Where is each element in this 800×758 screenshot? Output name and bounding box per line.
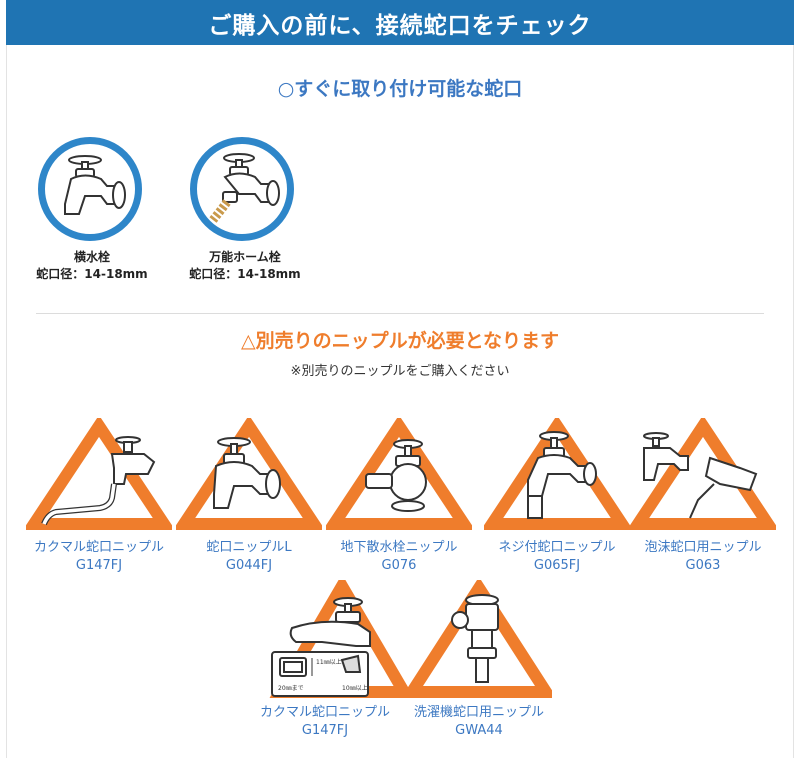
- content-frame: [6, 45, 794, 758]
- diagram-upper-label: 11㎜以上: [316, 658, 342, 666]
- nipple-code: G063: [685, 558, 721, 573]
- page-header: ご購入の前に、接続蛇口をチェック: [6, 0, 794, 45]
- nipple-code: G044FJ: [225, 558, 273, 573]
- nipple-card-5: 泡沫蛇口用ニップル G063: [624, 539, 782, 575]
- nipple-code: G147FJ: [301, 723, 349, 738]
- nipple-name: 泡沫蛇口用ニップル: [644, 540, 762, 555]
- nipple-code: G065FJ: [533, 558, 581, 573]
- nipple-name: 蛇口ニップルL: [206, 540, 292, 555]
- page-title: ご購入の前に、接続蛇口をチェック: [208, 12, 592, 39]
- warn-section-title: △別売りのニップルが必要となります: [240, 330, 560, 352]
- nipple-name: 洗濯機蛇口用ニップル: [413, 705, 544, 720]
- nipple-card-3: 地下散水栓ニップル G076: [320, 539, 478, 575]
- section-divider: [36, 313, 764, 314]
- diagram-left-label: 20㎜まで: [278, 685, 304, 692]
- faucet-icon: [38, 137, 142, 241]
- kakumaru-nipple-icon: [26, 418, 172, 530]
- nipple-card-7: 洗濯機蛇口用ニップル GWA44: [400, 704, 558, 740]
- faucet-label: 横水栓 蛇口径：14-18mm: [28, 249, 156, 283]
- diagram-right-label: 10㎜以上: [342, 684, 368, 692]
- nipple-code: G076: [381, 558, 417, 573]
- hose-faucet-label: 万能ホーム栓 蛇口径：14-18mm: [178, 249, 312, 283]
- nipple-name: カクマル蛇口ニップル: [33, 540, 164, 555]
- nipple-card-6: カクマル蛇口ニップル G147FJ: [246, 704, 404, 740]
- faucet-name: 横水栓: [73, 250, 110, 264]
- nipple-card-4: ネジ付蛇口ニップル G065FJ: [478, 539, 636, 575]
- ok-section-title: ○すぐに取り付け可能な蛇口: [277, 78, 523, 100]
- hose-faucet-icon: [190, 137, 294, 241]
- nipple-name: カクマル蛇口ニップル: [259, 705, 390, 720]
- hose-faucet-spec: 蛇口径：14-18mm: [189, 267, 301, 281]
- hose-faucet-name: 万能ホーム栓: [209, 250, 281, 264]
- warn-section-note: ※別売りのニップルをご購入ください: [290, 364, 510, 379]
- threaded-faucet-nipple-icon: [484, 418, 630, 530]
- nipple-name: ネジ付蛇口ニップル: [498, 540, 616, 555]
- faucet-nipple-l-icon: [176, 418, 322, 530]
- underground-tap-nipple-icon: [326, 418, 472, 530]
- nipple-name: 地下散水栓ニップル: [340, 540, 458, 555]
- kakumaru-nipple-diagram-icon: 11㎜以上 20㎜まで 10㎜以上: [269, 580, 408, 698]
- aerator-faucet-nipple-icon: [630, 418, 776, 530]
- nipple-card-1: カクマル蛇口ニップル G147FJ: [20, 539, 178, 575]
- faucet-spec: 蛇口径：14-18mm: [36, 267, 148, 281]
- nipple-code: GWA44: [455, 723, 503, 738]
- washing-machine-nipple-icon: [406, 580, 552, 698]
- nipple-card-2: 蛇口ニップルL G044FJ: [170, 539, 328, 575]
- nipple-code: G147FJ: [75, 558, 123, 573]
